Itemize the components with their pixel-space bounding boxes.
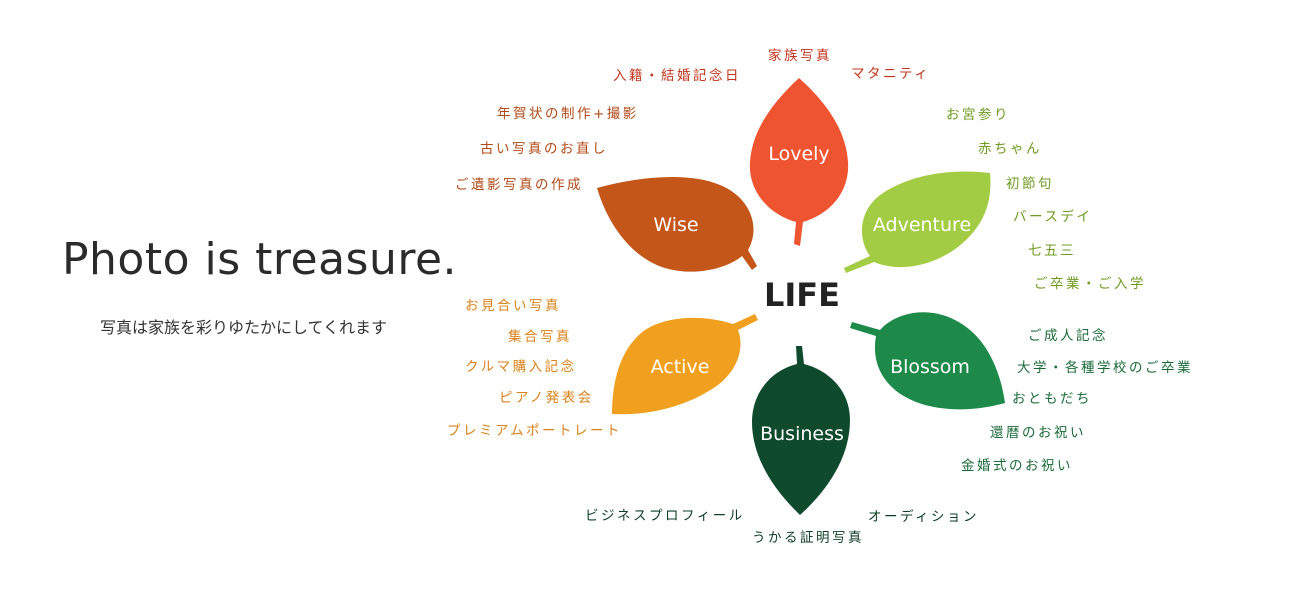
leaf-lovely-shape [749,78,849,246]
leaf-lovely-label: Lovely [768,143,829,165]
leaf-wise: Wise [597,176,757,272]
item-active: お見合い写真 [465,298,561,314]
item-adventure: 初節句 [1006,175,1054,192]
leaf-active-label: Active [651,356,710,378]
leaf-adventure: Adventure [844,171,991,273]
item-adventure: ご卒業・ご入学 [1034,276,1146,292]
leaf-business-shape [752,346,850,515]
item-adventure: 赤ちゃん [978,141,1042,157]
item-blossom: おともだち [1012,391,1092,407]
leaf-blossom-label: Blossom [890,356,970,378]
subline: 写真は家族を彩りゆたかにしてくれます [100,318,388,337]
life-center-label: LIFE [764,276,840,314]
item-adventure: 七五三 [1028,243,1076,259]
item-lovely: 入籍・結婚記念日 [613,67,741,84]
leaf-business-label: Business [760,423,844,445]
item-blossom: 還暦のお祝い [990,425,1086,441]
leaf-lovely: Lovely [749,78,849,246]
leaf-blossom: Blossom [850,312,1005,410]
item-wise: 年賀状の制作+撮影 [497,105,639,122]
item-blossom: 金婚式のお祝い [961,458,1073,474]
leaf-wise-shape [597,176,757,272]
item-business: うかる証明写真 [752,530,864,546]
item-blossom: 大学・各種学校のご卒業 [1017,359,1193,376]
headline: Photo is treasure. [62,234,458,285]
item-blossom: ご成人記念 [1028,327,1108,344]
leaf-adventure-label: Adventure [873,214,971,236]
leaf-adventure-shape [844,171,991,273]
leaf-wise-label: Wise [653,214,698,236]
leaf-blossom-shape [850,312,1005,410]
item-business: オーディション [868,508,979,525]
item-adventure: お宮参り [946,106,1010,123]
item-lovely: 家族写真 [768,47,832,64]
item-adventure: バースデイ [1013,208,1092,225]
leaf-business: Business [752,346,850,515]
item-active: 集合写真 [508,329,572,345]
leaf-active: Active [612,314,758,415]
leaf-active-shape [612,314,758,415]
item-business: ビジネスプロフィール [585,508,745,524]
item-lovely: マタニティ [851,66,930,82]
item-active: プレミアムポートレート [447,423,622,439]
item-wise: ご遺影写真の作成 [455,177,583,193]
item-active: クルマ購入記念 [465,358,577,375]
item-wise: 古い写真のお直し [480,141,608,157]
item-active: ピアノ発表会 [499,390,594,406]
